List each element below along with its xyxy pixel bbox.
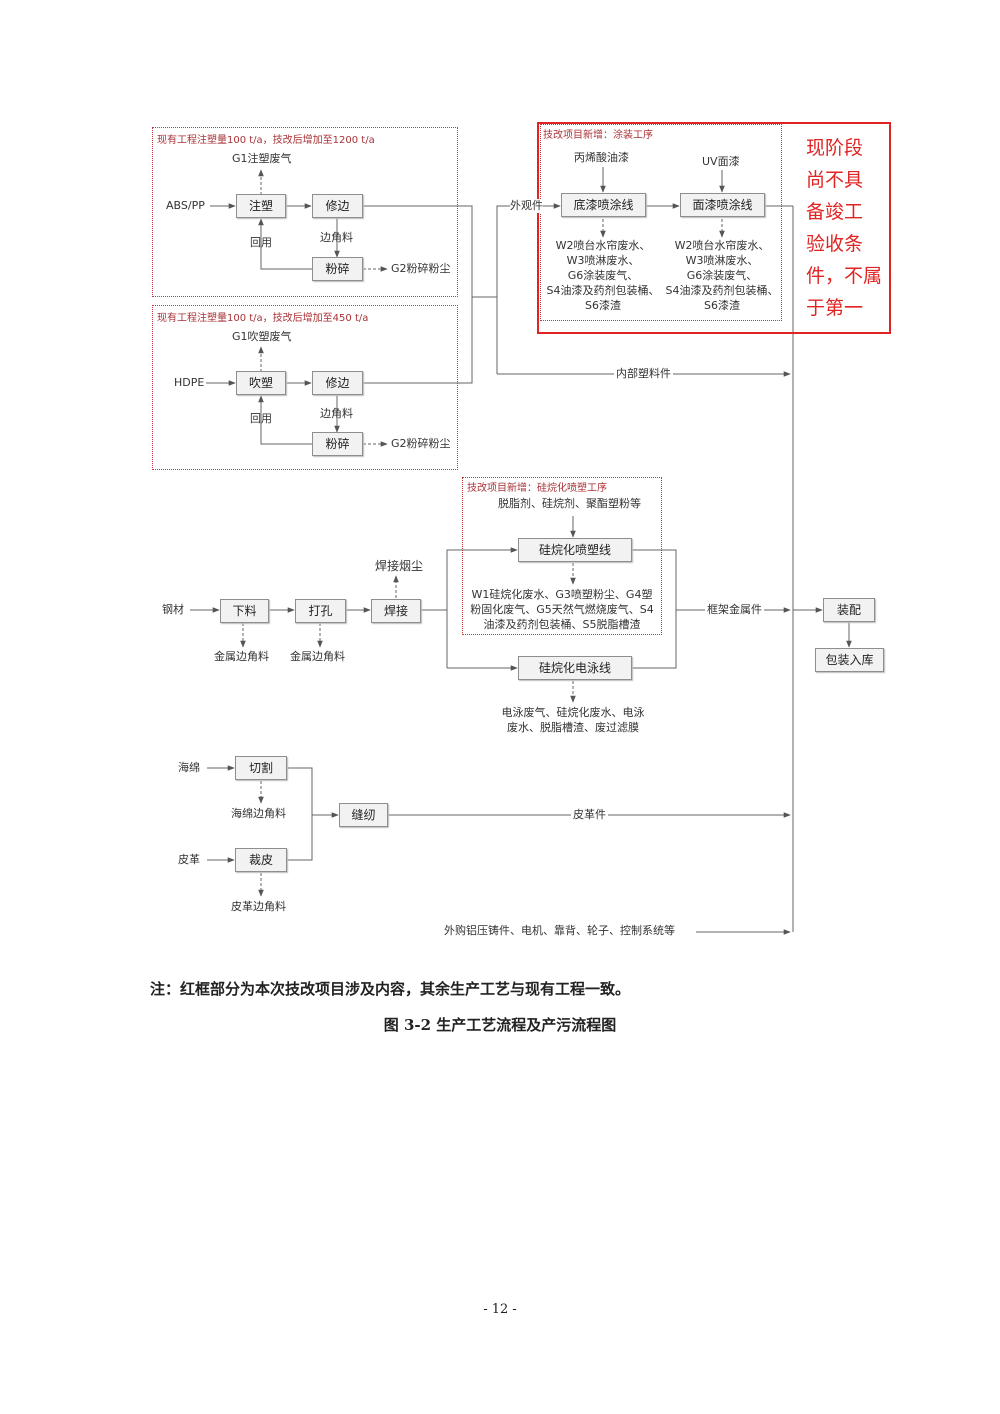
primer-waste-item: S4油漆及药剂包装桶、 [546, 284, 660, 297]
packaging-node: 包装入库 [815, 648, 884, 672]
injection-input-label: ABS/PP [166, 199, 205, 212]
cutting-node: 下料 [220, 599, 269, 623]
drilling-node: 打孔 [295, 599, 346, 623]
injection-zone-title: 现有工程注塑量100 t/a，技改后增加至1200 t/a [157, 135, 375, 146]
sewing-node: 缝纫 [339, 803, 388, 827]
purchased-parts-label: 外购铝压铸件、电机、靠背、轮子、控制系统等 [444, 924, 675, 937]
figure-note: 注：红框部分为本次技改项目涉及内容，其余生产工艺与现有工程一致。 [150, 980, 631, 998]
injection-offcut-label: 边角料 [320, 231, 353, 244]
primer-waste-item: W2喷台水帘废水、 [555, 239, 651, 252]
primer-waste-item: S6漆渣 [585, 299, 621, 312]
ecoat-waste-list: 电泳废气、硅烷化废水、电泳 废水、脱脂槽渣、废过滤膜 [480, 705, 666, 735]
blow-offcut-label: 边角料 [320, 407, 353, 420]
figure-caption: 图 3-2 生产工艺流程及产污流程图 [383, 1016, 617, 1034]
topcoat-waste-item: W3喷淋废水、 [685, 254, 759, 267]
injection-recycle-label: 回用 [250, 236, 272, 249]
steel-input-label: 钢材 [162, 603, 184, 616]
spray-waste-item: 油漆及药剂包装桶、S5脱脂槽渣 [483, 618, 641, 631]
cutting-waste-label: 金属边角料 [214, 650, 269, 663]
primer-input-label: 丙烯酸油漆 [574, 151, 629, 164]
leather-trimming-node: 裁皮 [235, 848, 287, 872]
blow-trimming-node: 修边 [312, 371, 363, 395]
topcoat-waste-list: W2喷台水帘废水、 W3喷淋废水、 G6涂装废气、 S4油漆及药剂包装桶、 S6… [661, 238, 783, 313]
drilling-waste-label: 金属边角料 [290, 650, 345, 663]
stamp-annotation: 现阶段 尚不具 备竣工 验收条 件，不属 于第一 [806, 132, 886, 324]
coating-zone-title: 技改项目新增：涂装工序 [543, 130, 653, 141]
blow-zone-title: 现有工程注塑量100 t/a，技改后增加至450 t/a [157, 313, 369, 324]
coating-zone [540, 124, 782, 321]
inner-parts-label: 内部塑料件 [614, 367, 673, 381]
blow-molding-node: 吹塑 [236, 371, 286, 395]
ecoat-waste-item: 废水、脱脂槽渣、废过滤膜 [507, 721, 639, 734]
blow-zone [152, 305, 458, 470]
silane-ecoat-line-node: 硅烷化电泳线 [518, 656, 632, 680]
topcoat-waste-item: S4油漆及药剂包装桶、 [665, 284, 779, 297]
sponge-input-label: 海绵 [178, 761, 200, 774]
topcoat-waste-item: S6漆渣 [704, 299, 740, 312]
injection-trimming-node: 修边 [312, 194, 363, 218]
blow-input-label: HDPE [174, 376, 205, 389]
primer-waste-item: W3喷淋废水、 [566, 254, 640, 267]
topcoat-input-label: UV面漆 [702, 155, 740, 168]
primer-spray-line-node: 底漆喷涂线 [561, 193, 646, 217]
welding-fume-label: 焊接烟尘 [375, 559, 424, 573]
blow-crushing-node: 粉碎 [312, 432, 363, 456]
blow-gas-label: G1吹塑废气 [232, 330, 292, 343]
injection-zone [152, 127, 458, 297]
frame-parts-label: 框架金属件 [705, 603, 764, 617]
topcoat-waste-item: G6涂装废气、 [686, 269, 758, 282]
stamp-line: 验收条 [806, 233, 864, 255]
welding-node: 焊接 [371, 599, 421, 623]
silane-zone [462, 477, 662, 635]
ecoat-waste-item: 电泳废气、硅烷化废水、电泳 [501, 706, 645, 719]
injection-dust-label: G2粉碎粉尘 [391, 262, 451, 275]
blow-recycle-label: 回用 [250, 412, 272, 425]
silane-zone-title: 技改项目新增：硅烷化喷塑工序 [467, 483, 607, 494]
primer-waste-item: G6涂装废气、 [567, 269, 639, 282]
stamp-line: 于第一 [806, 297, 864, 319]
page-number: - 12 - [483, 1302, 517, 1317]
stamp-line: 尚不具 [806, 169, 864, 191]
silane-inputs-label: 脱脂剂、硅烷剂、聚酯塑粉等 [498, 497, 641, 510]
primer-waste-list: W2喷台水帘废水、 W3喷淋废水、 G6涂装废气、 S4油漆及药剂包装桶、 S6… [542, 238, 664, 313]
sponge-waste-label: 海绵边角料 [231, 807, 286, 820]
outer-parts-label: 外观件 [510, 199, 543, 213]
sponge-cutting-node: 切割 [235, 756, 287, 780]
injection-gas-label: G1注塑废气 [232, 152, 292, 165]
injection-molding-node: 注塑 [236, 194, 286, 218]
spray-waste-item: W1硅烷化废水、G3喷塑粉尘、G4塑 [471, 588, 653, 601]
topcoat-spray-line-node: 面漆喷涂线 [680, 193, 765, 217]
revision-highlight-frame [537, 122, 891, 334]
stamp-line: 件，不属 [806, 265, 883, 287]
leather-input-label: 皮革 [178, 853, 200, 866]
leather-waste-label: 皮革边角料 [231, 900, 286, 913]
silane-spray-line-node: 硅烷化喷塑线 [518, 538, 632, 562]
spray-waste-item: 粉固化废气、G5天然气燃烧废气、S4 [470, 603, 654, 616]
topcoat-waste-item: W2喷台水帘废水、 [674, 239, 770, 252]
leather-parts-label: 皮革件 [571, 808, 608, 822]
injection-crushing-node: 粉碎 [312, 257, 363, 281]
silane-spray-waste-list: W1硅烷化废水、G3喷塑粉尘、G4塑 粉固化废气、G5天然气燃烧废气、S4 油漆… [463, 587, 661, 632]
blow-dust-label: G2粉碎粉尘 [391, 437, 451, 450]
stamp-line: 备竣工 [806, 201, 864, 223]
stamp-line: 现阶段 [806, 137, 864, 159]
assembly-node: 装配 [823, 598, 875, 622]
